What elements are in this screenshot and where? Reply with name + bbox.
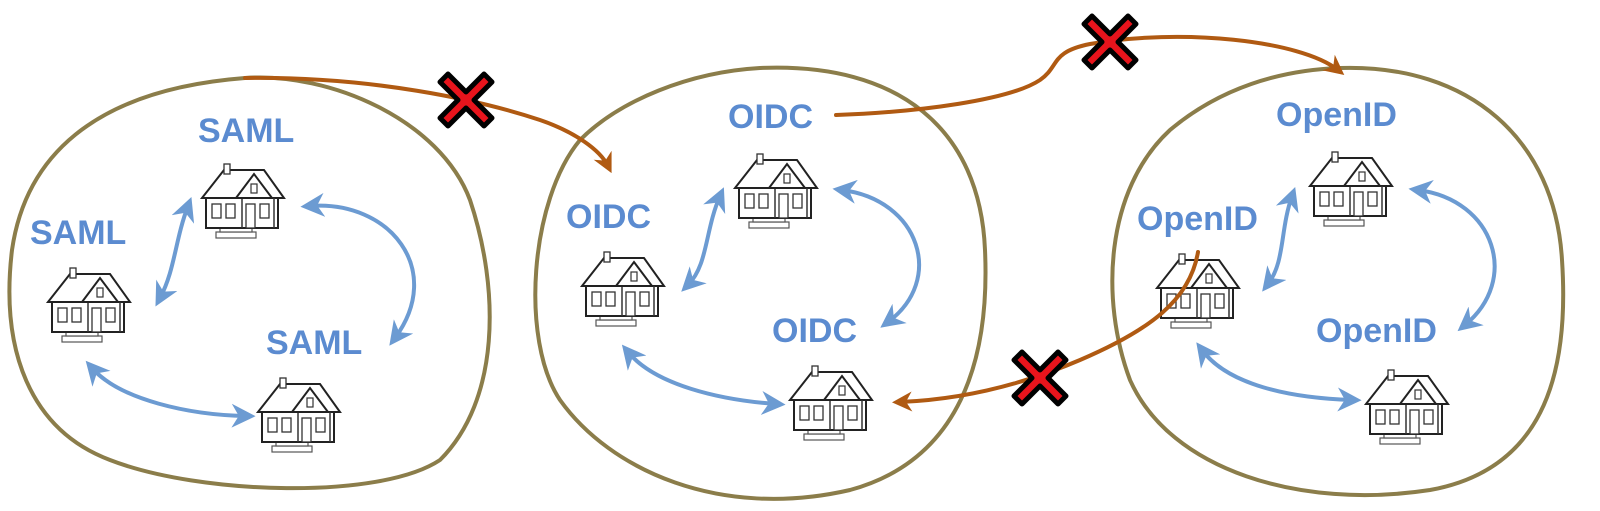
house-icon [789,365,873,441]
house-icon [257,377,341,453]
oidc-label-bottom: OIDC [772,312,857,350]
saml-label-bottom: SAML [266,324,362,362]
openid-arrow-bottom [1196,342,1362,412]
openid-to-oidc-arrow [892,250,1200,412]
house-icon [47,267,131,343]
openid-label-bottom: OpenID [1316,312,1437,350]
house-icon [1365,369,1449,445]
saml-arrow-top-left [155,197,195,307]
house-icon [581,251,665,327]
oidc-label-left: OIDC [566,198,651,236]
openid-arrow-right [1408,179,1497,332]
house-icon [734,153,818,229]
oidc-arrow-top-left [681,187,726,292]
house-icon [201,163,285,239]
openid-arrow-top-left [1262,186,1299,292]
openid-label-left: OpenID [1137,200,1258,238]
oidc-arrow-bottom [621,344,786,415]
house-icon [1156,253,1240,329]
openid-cluster-outline [1110,65,1566,497]
openid-label-top: OpenID [1276,96,1397,134]
saml-label-top: SAML [198,112,294,150]
blocked-x-icon [440,74,492,126]
oidc-label-top: OIDC [728,98,813,136]
saml-cluster-outline [7,75,492,491]
blocked-x-icon [1014,352,1066,404]
saml-arrow-bottom [85,360,256,428]
saml-to-oidc-arrow [243,75,612,174]
oidc-arrow-right [832,179,922,328]
saml-arrow-right [300,192,417,346]
house-icon [1309,151,1393,227]
oidc-to-openid-arrow [834,34,1345,117]
saml-label-left: SAML [30,214,126,252]
